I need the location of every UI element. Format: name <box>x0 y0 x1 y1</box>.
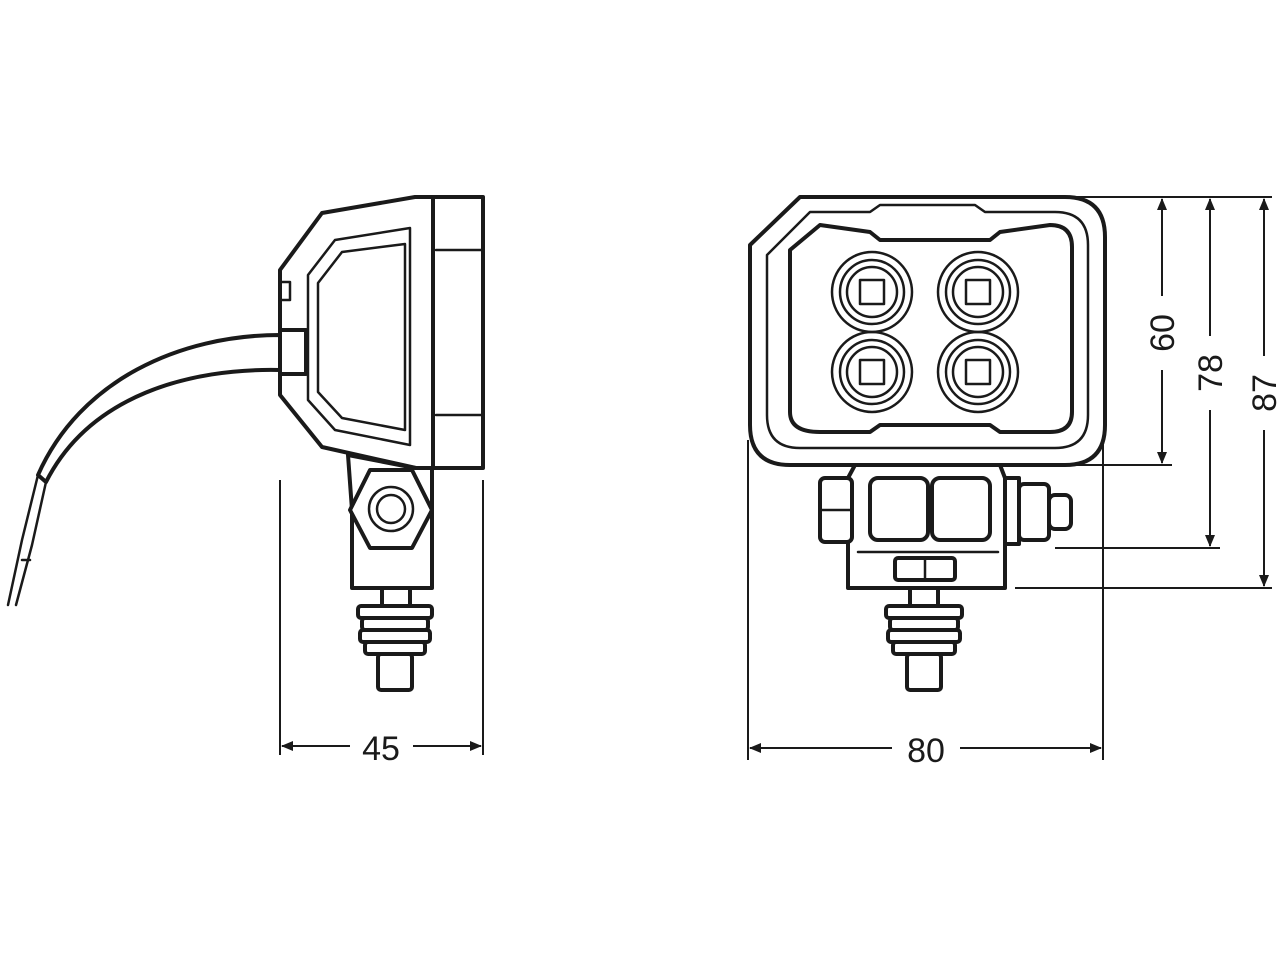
cable-wire-inner <box>14 480 48 607</box>
side-view <box>6 195 485 692</box>
front-stud-collar <box>908 586 940 608</box>
side-width-dimension: 45 <box>279 480 484 768</box>
dimension-front-width: 80 <box>907 732 945 770</box>
bracket-window-left <box>868 476 930 542</box>
bracket-bolt-right-head <box>1017 482 1051 542</box>
side-notch <box>280 280 292 302</box>
hex-nut-bolt <box>375 493 407 525</box>
led-4 <box>936 330 1020 414</box>
bracket-bolt-right-cap <box>1047 493 1073 531</box>
side-housing-inner-2 <box>316 242 407 432</box>
dimension-mount-height: 78 <box>1192 354 1230 392</box>
front-height-mount-dimension: 78 <box>1055 198 1230 549</box>
front-height-total-dimension: 87 <box>1015 196 1280 589</box>
bracket-bolt-right-collar <box>1003 476 1021 546</box>
front-housing-inner <box>765 203 1090 450</box>
side-stud-collar <box>380 586 412 608</box>
front-stud <box>905 652 943 692</box>
bracket-window-right <box>930 476 992 542</box>
front-width-dimension: 80 <box>747 440 1104 770</box>
dimension-side-width: 45 <box>362 730 400 768</box>
side-stud <box>376 652 414 692</box>
dimension-total-height: 87 <box>1246 374 1280 412</box>
side-lens-plate <box>431 195 485 470</box>
led-3 <box>830 330 914 414</box>
front-height-lens-dimension: 60 <box>1068 196 1182 466</box>
hex-nut-washer <box>367 485 415 533</box>
dimension-lens-height: 60 <box>1144 314 1182 352</box>
cable-gland <box>278 328 308 376</box>
hex-nut <box>348 468 434 550</box>
front-lens <box>788 223 1074 434</box>
cable <box>36 333 282 484</box>
front-view <box>748 195 1107 692</box>
side-housing-inner <box>306 226 412 447</box>
cable-wire-outer <box>6 473 40 607</box>
